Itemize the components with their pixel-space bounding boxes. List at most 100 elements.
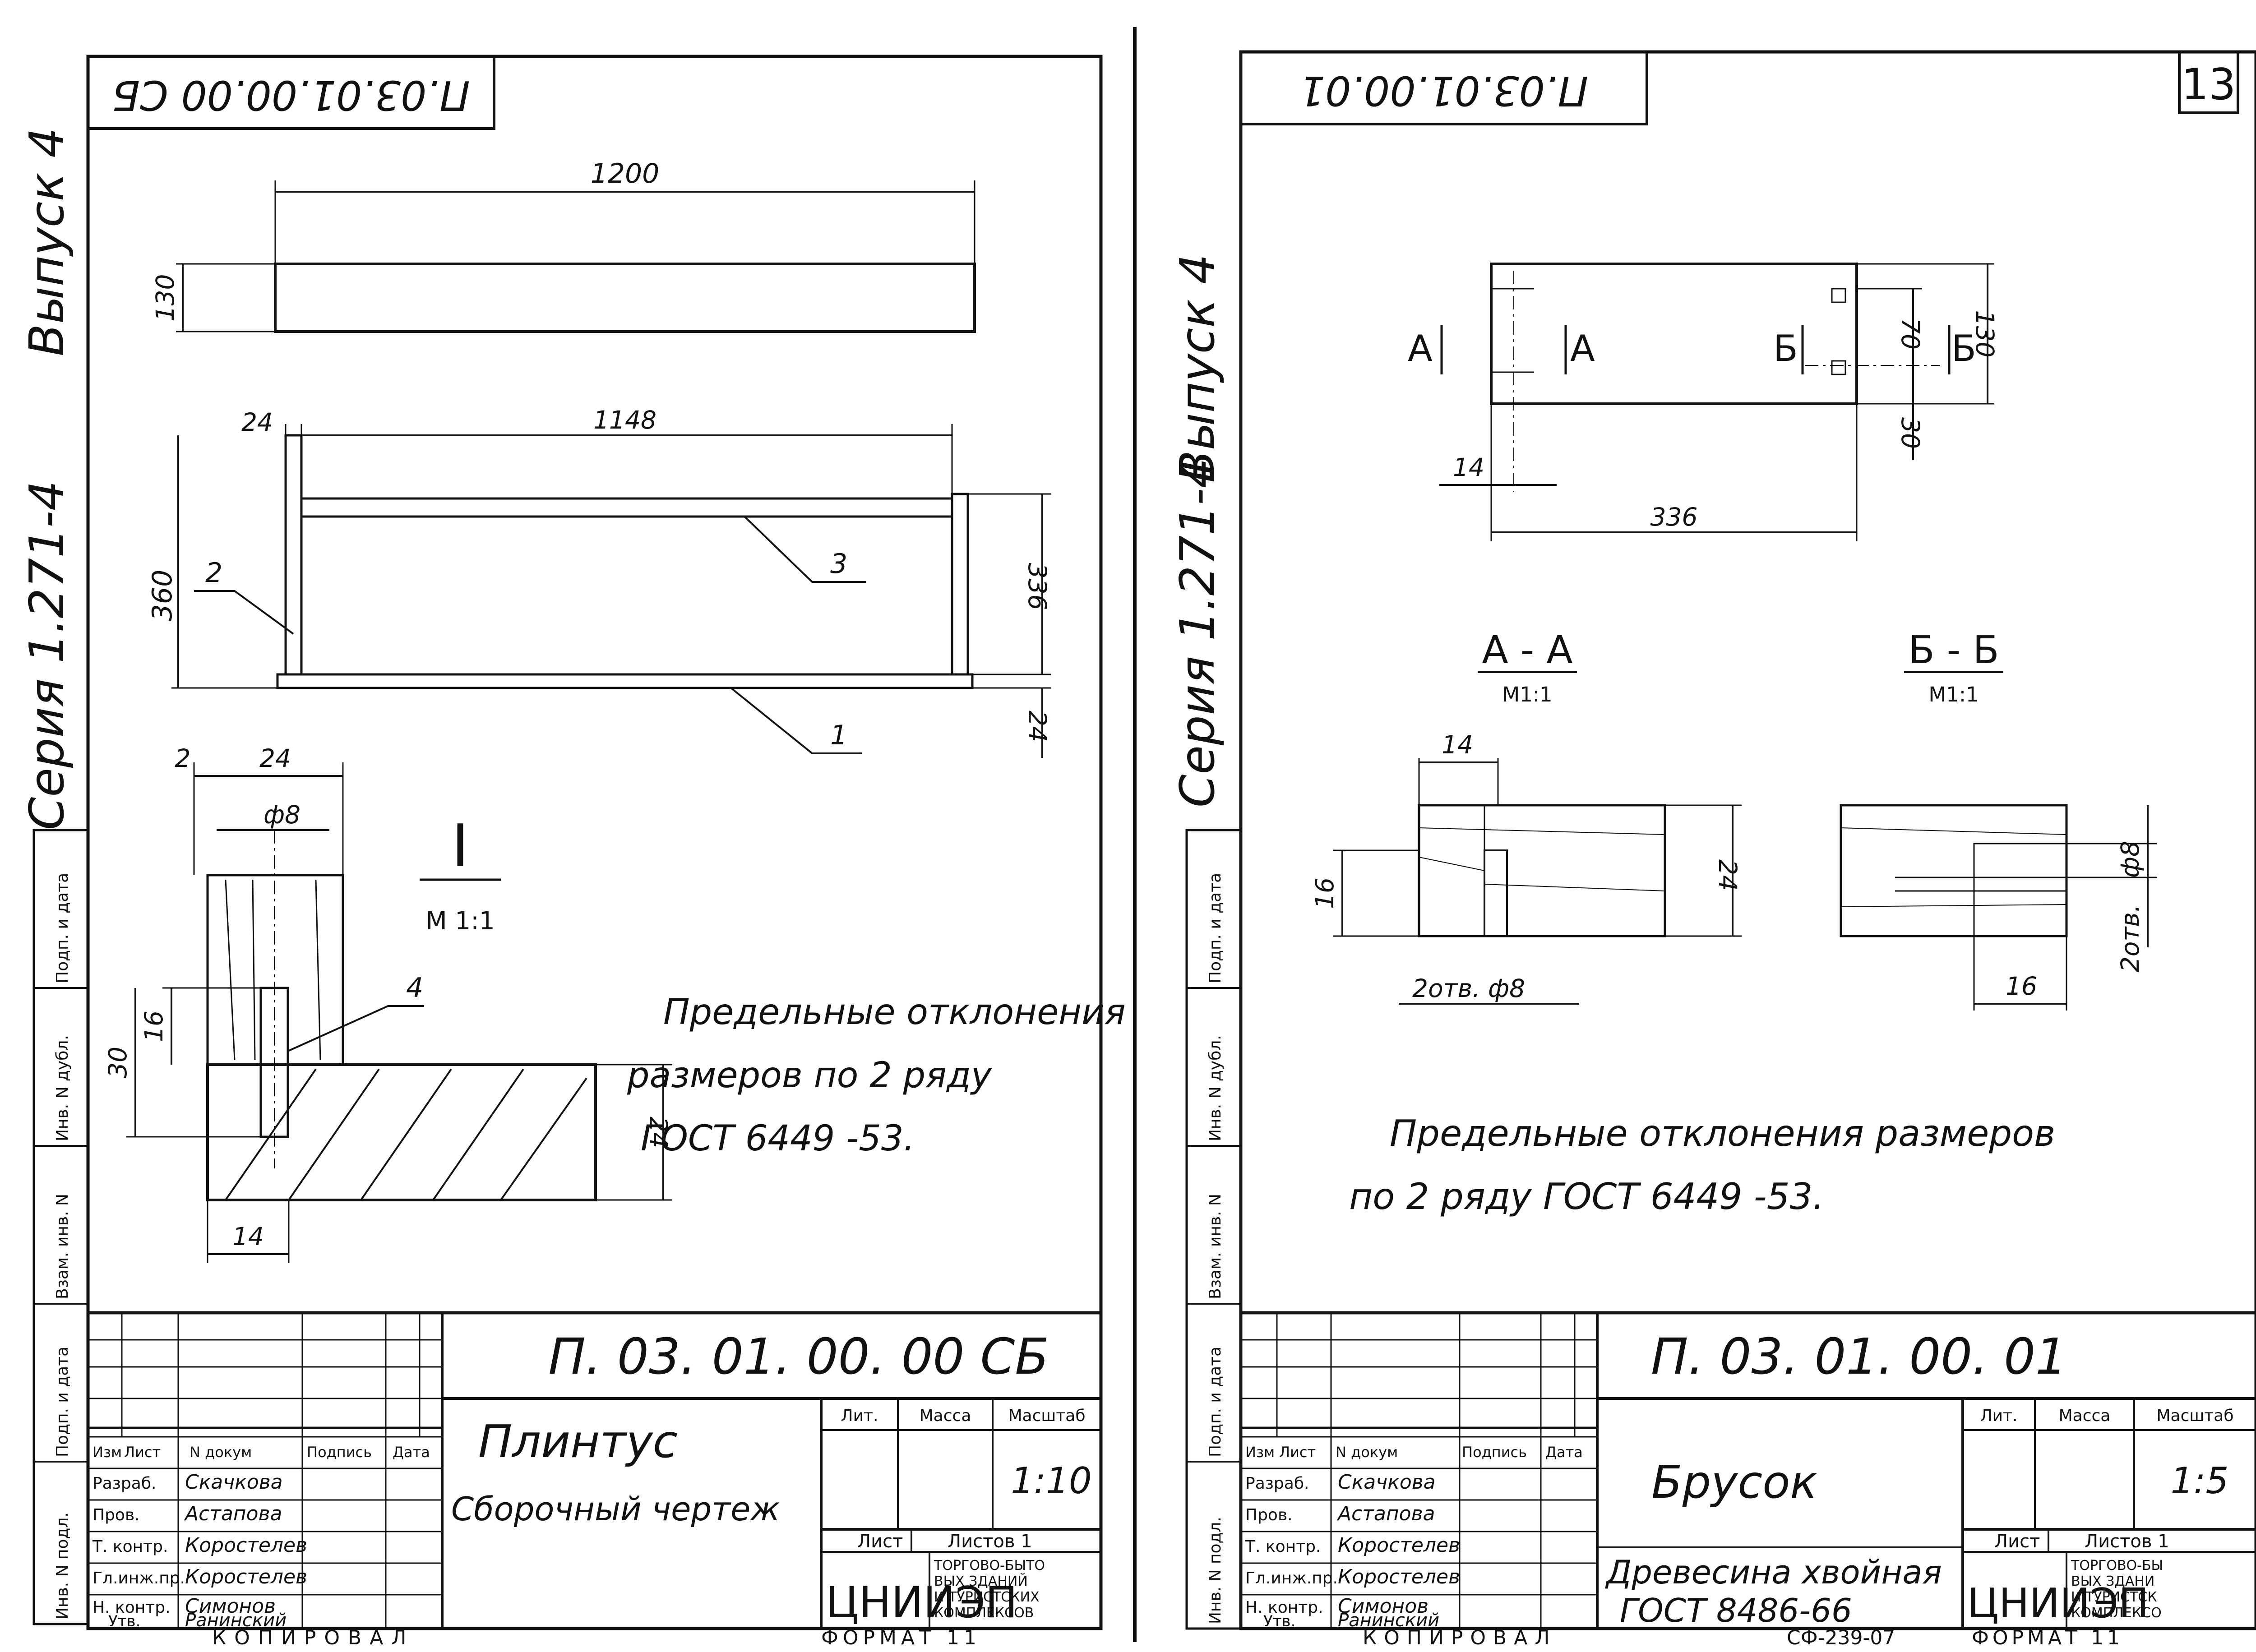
detail-I: I М 1:1 2 24 ф8 16 — [103, 744, 673, 1263]
mark-b-left: Б — [1773, 328, 1798, 369]
left-role-0: Разраб. — [92, 1474, 156, 1493]
top-view: 1200 130 — [151, 158, 976, 333]
block-dim-70: 70 — [1896, 318, 1925, 350]
part-2-right-post — [951, 493, 969, 676]
left-role-5: Утв. — [108, 1612, 140, 1630]
right-role-2: Т. контр. — [1245, 1537, 1321, 1556]
left-role-4: Н. контр. — [92, 1598, 171, 1617]
left-stamp-box — [87, 55, 495, 130]
left-hdr-izm: Изм — [92, 1444, 122, 1461]
aa-holes: 2отв. ф8 — [1412, 974, 1525, 1003]
left-org-d2: ВЫХ ЗДАНИЙ — [934, 1573, 1028, 1589]
detail-dim-2: 2 — [175, 744, 191, 773]
left-part-subname: Сборочный чертеж — [451, 1490, 780, 1528]
section-bb-scale: М1:1 — [1928, 683, 1979, 706]
aa-dim-24: 24 — [1713, 859, 1742, 891]
part-3-rail — [300, 497, 953, 518]
left-sheets-lbl: Листов 1 — [948, 1531, 1032, 1552]
right-title-block: Изм Лист N докум Подпись Дата Разраб. Ск… — [1239, 1311, 2256, 1631]
left-series-label: Серия 1.271-4 — [19, 480, 74, 830]
dim-1200: 1200 — [591, 158, 660, 189]
right-doc-code: П. 03. 01. 00. 01 — [1651, 1328, 2067, 1385]
aa-dim-14: 14 — [1442, 730, 1473, 759]
right-material: Древесина хвойная — [1605, 1553, 1942, 1591]
left-sheet: П.03.01.00.00 СБ Выпуск 4 Серия 1.271-4 … — [19, 55, 1126, 1649]
detail-dim-24: 24 — [644, 1117, 673, 1148]
right-hdr-sign: Подпись — [1462, 1444, 1527, 1461]
right-role-0: Разраб. — [1245, 1474, 1309, 1493]
dim-336: 336 — [1023, 563, 1052, 610]
left-note-1: Предельные отклонения — [663, 992, 1126, 1033]
detail-diam: ф8 — [264, 800, 300, 829]
section-aa: А - А М1:1 14 16 24 2отв. ф8 — [1310, 628, 1742, 1005]
left-org-d4: КОМПЛЕКСОВ — [934, 1605, 1034, 1621]
right-part-name: Брусок — [1651, 1456, 1817, 1509]
detail-dim-30: 30 — [103, 1047, 132, 1078]
right-stamp-box — [1239, 51, 1648, 125]
section-aa-title: А - А — [1482, 628, 1572, 673]
right-stamp-code: П.03.01.00.01 — [1299, 67, 1588, 114]
left-title-block: Изм Лист N докум Подпись Дата Разраб. Ск… — [86, 1311, 1103, 1631]
right-name-0: Скачкова — [1338, 1471, 1436, 1494]
dim-1148: 1148 — [593, 406, 656, 434]
bb-dim-16: 16 — [2006, 972, 2037, 1001]
left-col-1: Инв. N подл. — [53, 1512, 72, 1620]
left-col-2: Подп. и дата — [53, 1347, 72, 1457]
left-org-d3: И ТУРИСТСКИХ — [934, 1589, 1040, 1605]
right-col-3: Взам. инв. N — [1206, 1194, 1225, 1299]
detail-dim-24-top: 24 — [259, 744, 291, 773]
page-number: 13 — [2182, 60, 2236, 110]
dim-130: 130 — [151, 274, 180, 322]
block-view: А А Б Б 70 130 30 14 336 — [1408, 263, 1999, 541]
right-mass: Масса — [2059, 1407, 2111, 1425]
right-name-4: Симонов — [1338, 1595, 1428, 1618]
callout-3: 3 — [830, 548, 847, 580]
detail-label: I — [452, 812, 469, 880]
right-role-5: Утв. — [1263, 1612, 1295, 1630]
right-sheet-lbl: Лист — [1994, 1531, 2040, 1552]
right-name-1: Астапова — [1336, 1502, 1435, 1525]
left-name-2: Коростелев — [185, 1534, 307, 1557]
right-org-d4: КОМПЛЕКСО — [2071, 1605, 2162, 1621]
bb-holes: 2отв. — [2116, 904, 2145, 973]
right-org: ЦНИИЭП — [1967, 1580, 2149, 1627]
aa-dim-16: 16 — [1310, 877, 1339, 909]
right-scale: 1:5 — [2171, 1460, 2229, 1502]
left-lit: Лит. — [841, 1407, 878, 1425]
callout-2: 2 — [205, 557, 222, 589]
right-note-2: по 2 ряду ГОСТ 6449 -53. — [1349, 1176, 1824, 1218]
right-col-5: Подп. и дата — [1206, 873, 1225, 983]
right-lit: Лит. — [1980, 1407, 2018, 1425]
left-scale: 1:10 — [1011, 1460, 1092, 1502]
left-role-1: Пров. — [92, 1506, 140, 1524]
right-role-1: Пров. — [1245, 1506, 1293, 1524]
front-view: 24 1148 360 336 24 2 3 1 — [147, 406, 1052, 758]
detail-dim-14: 14 — [232, 1222, 264, 1251]
left-doc-code: П. 03. 01. 00. 00 СБ — [548, 1328, 1049, 1385]
right-hdr-list: Лист — [1279, 1444, 1316, 1461]
left-sheet-lbl: Лист — [857, 1531, 903, 1552]
detail-dim-16: 16 — [139, 1011, 168, 1042]
left-name-1: Астапова — [184, 1502, 282, 1525]
left-name-5: Ранинский — [185, 1610, 287, 1631]
section-aa-scale: М1:1 — [1502, 683, 1552, 706]
part-2-left-post — [284, 434, 303, 676]
top-view-outline — [274, 263, 976, 333]
left-frame — [86, 55, 1103, 1630]
right-col-2: Подп. и дата — [1206, 1347, 1225, 1457]
right-series-label: Серия 1.271-4 — [1170, 458, 1225, 808]
left-org: ЦНИИЭП — [826, 1578, 1017, 1628]
right-stamp-sf: СФ-239-07 — [1787, 1626, 1895, 1649]
block-dim-30: 30 — [1896, 417, 1925, 449]
right-name-3: Коростелев — [1338, 1565, 1460, 1588]
left-side-columns: Инв. N подл. Подп. и дата Взам. инв. N И… — [32, 829, 89, 1625]
left-hdr-sign: Подпись — [307, 1444, 372, 1461]
left-role-2: Т. контр. — [92, 1537, 168, 1556]
left-issue-label: Выпуск 4 — [19, 128, 74, 356]
left-col-4: Инв. N дубл. — [53, 1035, 72, 1141]
right-hdr-izm: Изм — [1245, 1444, 1275, 1461]
left-stamp-code: П.03.01.00.00 СБ — [112, 71, 470, 119]
detail-board — [206, 1063, 597, 1201]
left-copier: КОПИРОВАЛ — [212, 1626, 414, 1649]
detail-scale: М 1:1 — [425, 906, 495, 935]
